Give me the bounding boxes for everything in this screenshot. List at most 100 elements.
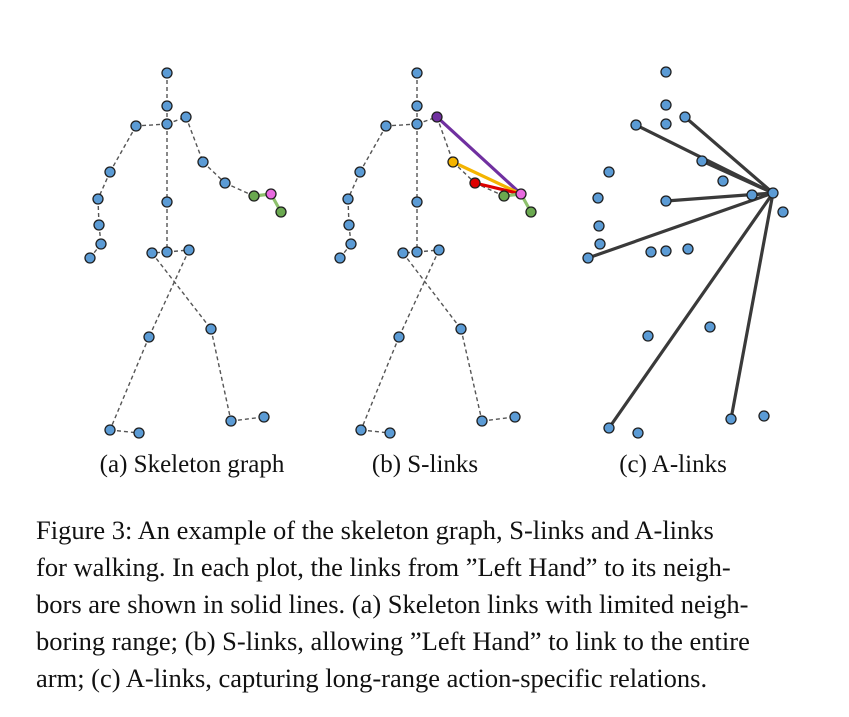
dashed-link	[202, 161, 226, 184]
joint	[84, 252, 96, 264]
joint	[205, 323, 217, 335]
joint	[219, 177, 231, 189]
joint	[133, 427, 145, 439]
joint	[393, 331, 405, 343]
joint	[95, 238, 107, 250]
figure-caption: Figure 3: An example of the skeleton gra…	[36, 512, 826, 697]
dashed-link	[359, 125, 387, 173]
joint	[161, 100, 173, 112]
dashed-link	[210, 328, 232, 422]
highlight-joint	[431, 111, 443, 123]
joint	[746, 189, 758, 201]
dashed-link	[224, 182, 255, 197]
caption-line-3: bors are shown in solid lines. (a) Skele…	[36, 589, 749, 619]
joint	[660, 66, 672, 78]
joint	[411, 100, 423, 112]
caption-line-4: boring range; (b) S-links, allowing ”Lef…	[36, 626, 750, 656]
panel-a-links	[582, 66, 789, 439]
dashed-link	[402, 252, 462, 330]
joint	[642, 330, 654, 342]
joint	[696, 155, 708, 167]
joint	[384, 427, 396, 439]
joint	[355, 424, 367, 436]
joint	[411, 246, 423, 258]
joint	[104, 166, 116, 178]
joint	[630, 119, 642, 131]
joint	[146, 247, 158, 259]
joint	[509, 411, 521, 423]
dashed-link	[481, 416, 516, 422]
joint	[197, 156, 209, 168]
label-s-links: (b) S-links	[371, 451, 479, 478]
solid-link	[729, 191, 775, 421]
dashed-link	[109, 336, 150, 431]
joint	[161, 196, 173, 208]
dashed-link	[360, 336, 400, 431]
highlight-joint	[275, 206, 287, 218]
dashed-link	[135, 123, 168, 127]
joint	[354, 166, 366, 178]
joint	[603, 166, 615, 178]
caption-line-1: Figure 3: An example of the skeleton gra…	[36, 515, 714, 545]
joint	[758, 410, 770, 422]
solid-link	[451, 160, 523, 196]
joint	[411, 67, 423, 79]
dashed-link	[109, 125, 137, 173]
joint	[411, 196, 423, 208]
joint	[777, 206, 789, 218]
joint	[342, 193, 354, 205]
solid-link	[586, 191, 775, 260]
highlight-joint	[447, 156, 459, 168]
joint	[660, 118, 672, 130]
joint	[767, 187, 779, 199]
dashed-link	[185, 116, 204, 163]
label-skeleton-graph: (a) Skeleton graph	[99, 451, 285, 478]
solid-link	[473, 181, 523, 196]
joint	[345, 238, 357, 250]
joint	[180, 111, 192, 123]
panel-s-links	[334, 67, 537, 439]
joint	[380, 120, 392, 132]
joint	[130, 120, 142, 132]
joint	[334, 252, 346, 264]
joint	[411, 118, 423, 130]
panel-skeleton-graph	[84, 67, 287, 439]
dashed-link	[474, 182, 505, 197]
caption-line-5: arm; (c) A-links, capturing long-range a…	[36, 663, 708, 693]
dashed-link	[460, 328, 483, 422]
joint	[704, 321, 716, 333]
joint	[660, 99, 672, 111]
dashed-link	[230, 416, 265, 422]
label-a-links: (c) A-links	[619, 451, 727, 478]
joint	[660, 245, 672, 257]
joint	[593, 220, 605, 232]
joint	[679, 111, 691, 123]
joint	[582, 252, 594, 264]
joint	[476, 415, 488, 427]
joint	[645, 246, 657, 258]
dashed-link	[151, 252, 212, 330]
joint	[258, 411, 270, 423]
joint	[161, 67, 173, 79]
joint	[92, 193, 104, 205]
joint	[682, 243, 694, 255]
dashed-link	[148, 249, 190, 338]
joint	[225, 415, 237, 427]
joint	[660, 195, 672, 207]
dashed-link	[398, 249, 440, 338]
joint	[93, 219, 105, 231]
caption-line-2: for walking. In each plot, the links fro…	[36, 552, 731, 582]
highlight-joint	[498, 190, 510, 202]
highlight-joint	[515, 188, 527, 200]
joint	[603, 422, 615, 434]
joint	[433, 244, 445, 256]
dashed-link	[385, 123, 418, 127]
joint	[455, 323, 467, 335]
joint	[143, 331, 155, 343]
joint	[343, 219, 355, 231]
dashed-link	[452, 161, 476, 184]
highlight-joint	[525, 206, 537, 218]
dashed-link	[436, 116, 454, 163]
solid-link	[683, 115, 775, 195]
